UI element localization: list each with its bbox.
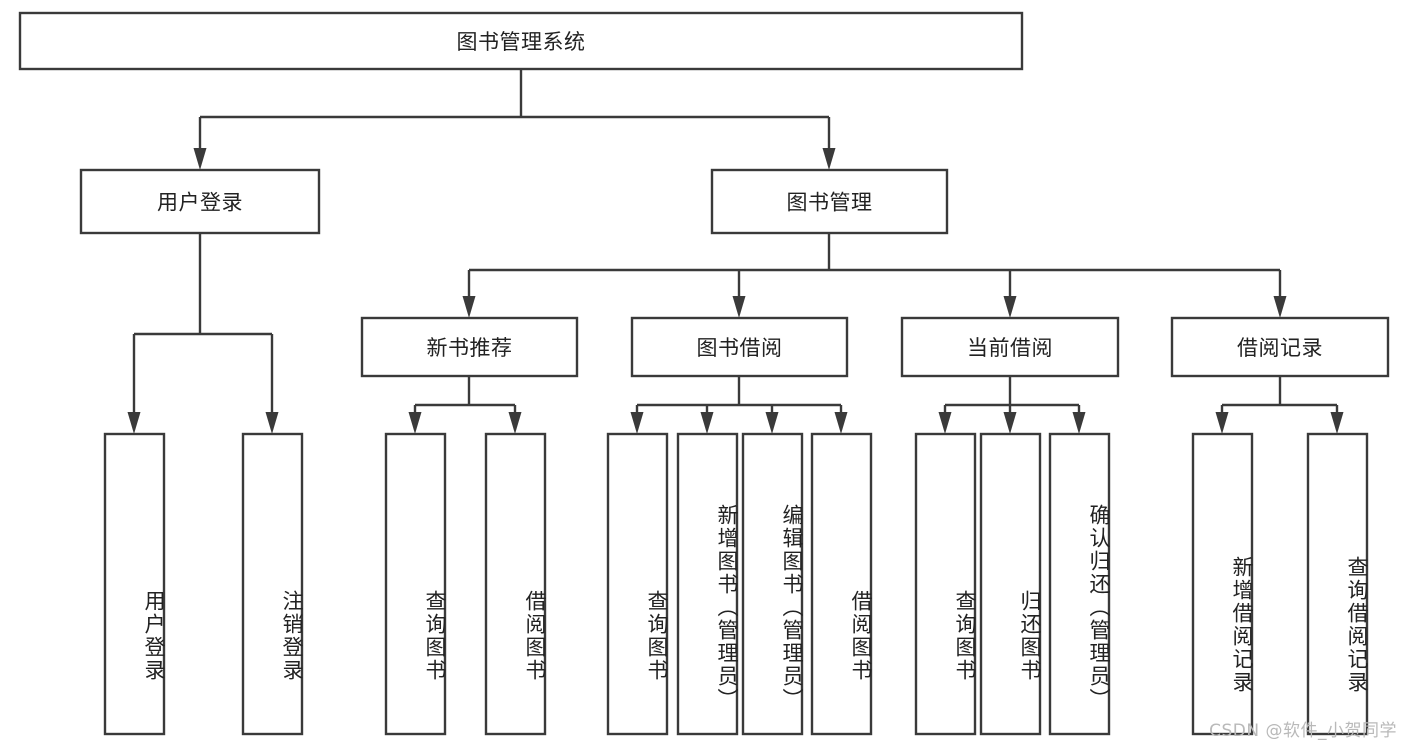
node-box-lf-9[interactable] (914, 432, 977, 736)
node-box-lf-2[interactable] (241, 432, 304, 736)
node-box-l3-4[interactable] (1170, 316, 1390, 378)
node-box-l2-1[interactable] (79, 168, 321, 235)
node-label-l2-2: 图书管理 (787, 191, 873, 215)
connector-group-l2-1 (127, 233, 279, 434)
node-box-lf-12[interactable] (1191, 432, 1254, 736)
csdn-watermark: CSDN @软件_小贺同学 (1209, 721, 1397, 741)
node-box-lf-11[interactable] (1048, 432, 1111, 736)
connector-group-l3-3 (938, 376, 1086, 434)
node-box-l3-3[interactable] (900, 316, 1120, 378)
node-box-lf-5[interactable] (606, 432, 669, 736)
node-box-root[interactable] (18, 11, 1024, 71)
node-box-l2-2[interactable] (710, 168, 949, 235)
node-box-lf-6[interactable] (676, 432, 739, 736)
node-label-root: 图书管理系统 (457, 30, 586, 54)
connector-group-l2-2 (462, 233, 1287, 318)
connector-group-l3-2 (630, 376, 848, 434)
connector-group-l3-4 (1215, 376, 1344, 434)
node-label-l2-1: 用户登录 (157, 191, 243, 215)
node-box-lf-13[interactable] (1306, 432, 1369, 736)
node-box-l3-2[interactable] (630, 316, 849, 378)
connector-group-root (193, 69, 836, 170)
connector-group-l3-1 (408, 376, 522, 434)
node-box-lf-8[interactable] (810, 432, 873, 736)
node-label-l3-4: 借阅记录 (1237, 336, 1323, 360)
node-box-l3-1[interactable] (360, 316, 579, 378)
node-box-lf-10[interactable] (979, 432, 1042, 736)
node-box-lf-3[interactable] (384, 432, 447, 736)
node-label-l3-2: 图书借阅 (697, 336, 783, 360)
node-box-lf-1[interactable] (103, 432, 166, 736)
node-label-l3-1: 新书推荐 (427, 336, 513, 360)
node-label-l3-3: 当前借阅 (967, 336, 1053, 360)
node-box-lf-7[interactable] (741, 432, 804, 736)
connector-layer (127, 69, 1344, 434)
node-box-lf-4[interactable] (484, 432, 547, 736)
node-box-layer (18, 11, 1390, 736)
